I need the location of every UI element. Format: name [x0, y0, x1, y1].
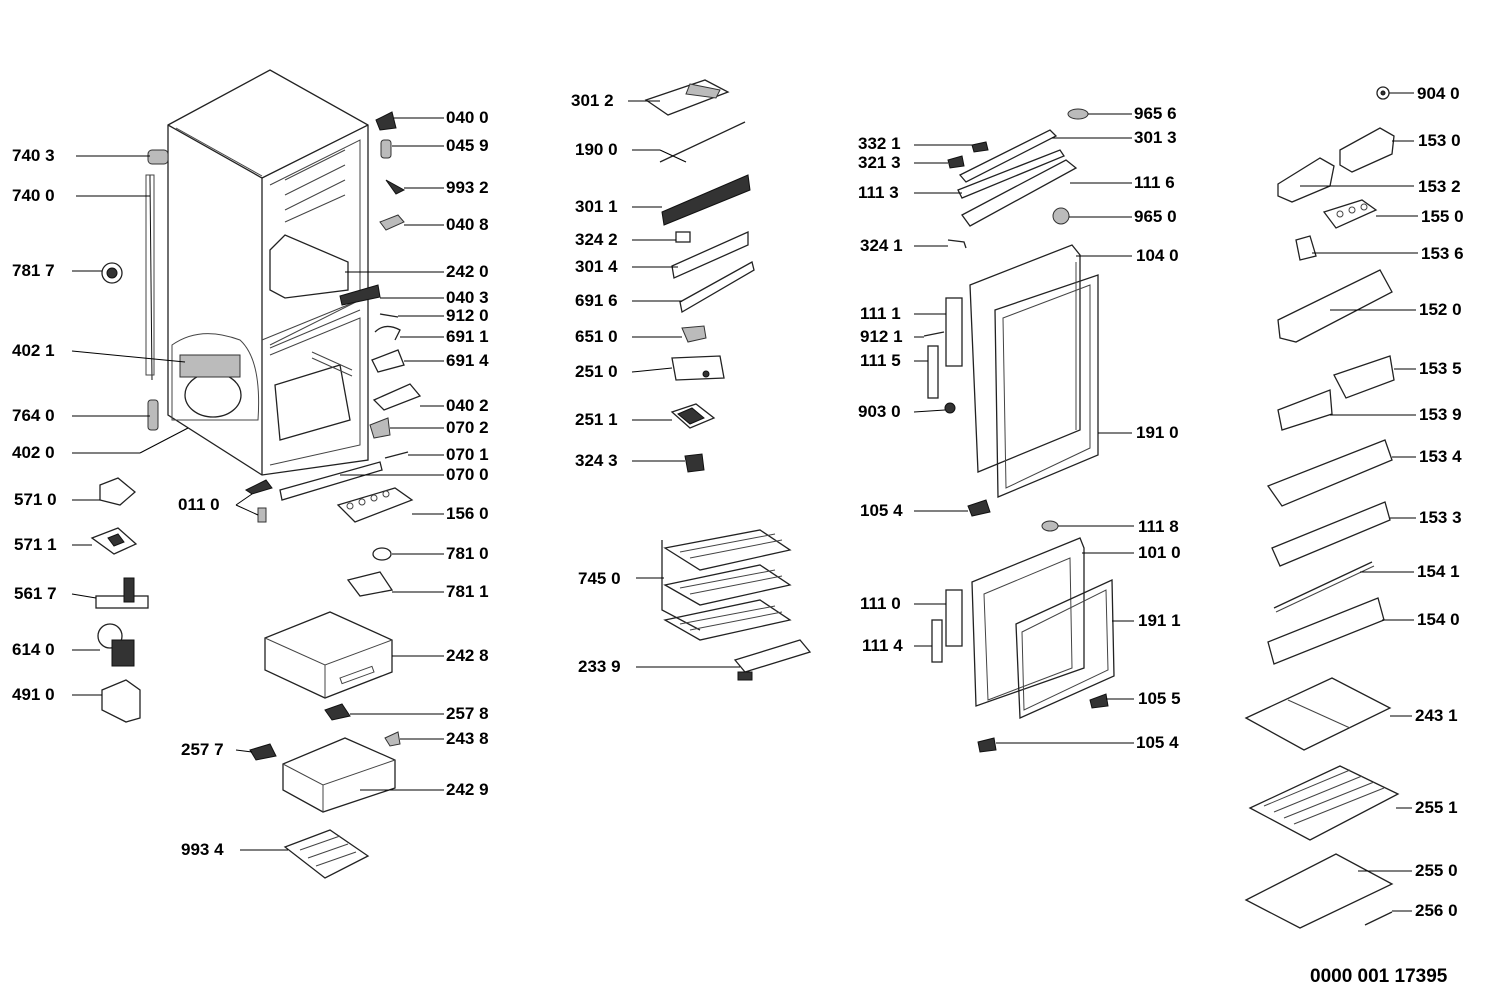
callout-label: 571 0	[14, 490, 57, 509]
callout-label: 912 1	[860, 327, 903, 346]
callout-label: 242 8	[446, 646, 489, 665]
callout-label: 251 1	[575, 410, 618, 429]
callout-label: 301 1	[575, 197, 618, 216]
callout-label: 993 2	[446, 178, 489, 197]
callout-label: 324 3	[575, 451, 618, 470]
callout-label: 243 1	[1415, 706, 1458, 725]
callout-label: 233 9	[578, 657, 621, 676]
callout-label: 965 0	[1134, 207, 1177, 226]
callout-label: 190 0	[575, 140, 618, 159]
callout-label: 561 7	[14, 584, 57, 603]
callout-label: 781 0	[446, 544, 489, 563]
callout-label: 111 0	[860, 594, 901, 613]
callout-label: 571 1	[14, 535, 57, 554]
callout-label: 301 4	[575, 257, 618, 276]
hinge-and-trim-parts	[644, 79, 755, 473]
callout-label: 155 0	[1421, 207, 1464, 226]
callout-label: 153 2	[1418, 177, 1461, 196]
callout-label: 104 0	[1136, 246, 1179, 265]
callout-label: 040 8	[446, 215, 489, 234]
callout-label: 332 1	[858, 134, 901, 153]
leader-lines	[71, 92, 1418, 912]
callout-label: 324 1	[860, 236, 903, 255]
callout-label: 903 0	[858, 402, 901, 421]
callout-label: 153 4	[1419, 447, 1462, 466]
callout-label: 256 0	[1415, 901, 1458, 920]
callout-label: 111 1	[860, 304, 901, 323]
callout-label: 691 6	[575, 291, 618, 310]
callout-label: 491 0	[12, 685, 55, 704]
callout-label: 153 6	[1421, 244, 1464, 263]
callout-label: 111 5	[860, 351, 901, 370]
wire-shelves	[661, 529, 812, 681]
callout-label: 111 6	[1134, 173, 1175, 192]
callout-label: 191 1	[1138, 611, 1181, 630]
callout-label: 070 2	[446, 418, 489, 437]
callout-label: 740 0	[12, 186, 55, 205]
callout-label: 045 9	[446, 136, 489, 155]
callout-label: 243 8	[446, 729, 489, 748]
callout-label: 251 0	[575, 362, 618, 381]
left-small-parts	[90, 149, 169, 723]
callout-label: 904 0	[1417, 84, 1460, 103]
callout-label: 255 1	[1415, 798, 1458, 817]
callout-label: 156 0	[446, 504, 489, 523]
callout-label: 965 6	[1134, 104, 1177, 123]
callout-label: 691 1	[446, 327, 489, 346]
callout-label: 324 2	[575, 230, 618, 249]
callout-label: 040 2	[446, 396, 489, 415]
callout-label: 152 0	[1419, 300, 1462, 319]
callout-label: 321 3	[858, 153, 901, 172]
callout-label: 912 0	[446, 306, 489, 325]
callout-label: 111 8	[1138, 517, 1179, 536]
callout-label: 242 9	[446, 780, 489, 799]
callout-label: 070 1	[446, 445, 489, 464]
callout-label: 257 8	[446, 704, 489, 723]
callout-label: 781 7	[12, 261, 55, 280]
cabinet-right-small-parts	[245, 111, 422, 597]
callout-label: 111 4	[862, 636, 903, 655]
callout-label: 402 0	[12, 443, 55, 462]
callout-label: 154 0	[1417, 610, 1460, 629]
callout-label: 301 2	[571, 91, 614, 110]
cabinet-drawing	[145, 69, 369, 476]
callout-label: 651 0	[575, 327, 618, 346]
callout-label: 745 0	[578, 569, 621, 588]
callout-label: 257 7	[181, 740, 224, 759]
callout-label: 011 0	[178, 495, 220, 514]
callout-label: 153 3	[1419, 508, 1462, 527]
callout-label: 614 0	[12, 640, 55, 659]
callout-label: 191 0	[1136, 423, 1179, 442]
callout-label: 764 0	[12, 406, 55, 425]
callout-label: 040 3	[446, 288, 489, 307]
door-shelf-parts	[1244, 86, 1400, 929]
callout-label: 101 0	[1138, 543, 1181, 562]
callout-label: 740 3	[12, 146, 55, 165]
callout-label: 105 4	[860, 501, 903, 520]
callout-label: 111 3	[858, 183, 899, 202]
callout-label: 070 0	[446, 465, 489, 484]
callout-label: 153 0	[1418, 131, 1461, 150]
callout-label: 993 4	[181, 840, 224, 859]
callout-label: 154 1	[1417, 562, 1460, 581]
callout-label: 153 9	[1419, 405, 1462, 424]
callout-label: 105 5	[1138, 689, 1181, 708]
crisper-drawers	[249, 611, 401, 879]
callout-label: 105 4	[1136, 733, 1179, 752]
callout-label: 402 1	[12, 341, 55, 360]
callout-label: 153 5	[1419, 359, 1462, 378]
callout-label: 255 0	[1415, 861, 1458, 880]
callout-label: 242 0	[446, 262, 489, 281]
callout-label: 691 4	[446, 351, 489, 370]
callout-label: 301 3	[1134, 128, 1177, 147]
door-parts	[923, 108, 1115, 753]
callout-label: 040 0	[446, 108, 489, 127]
callout-label: 781 1	[446, 582, 489, 601]
document-number: 0000 001 17395	[1310, 966, 1448, 987]
